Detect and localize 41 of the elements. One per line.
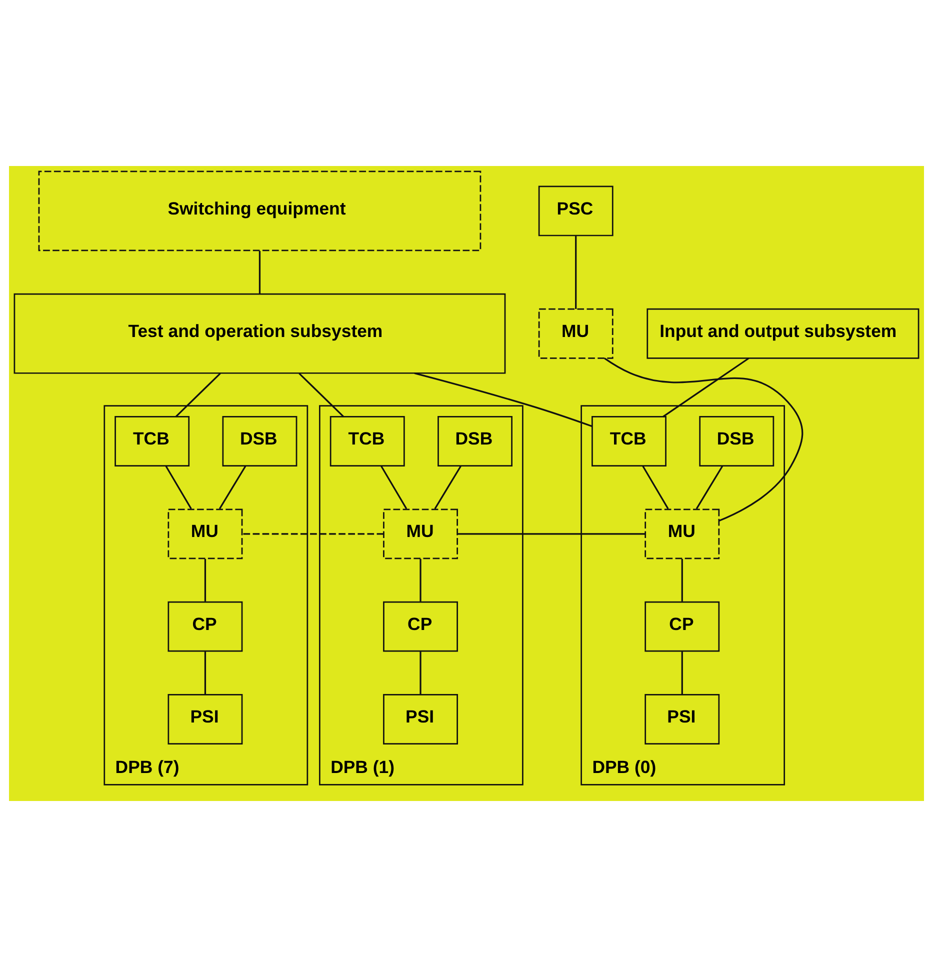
node-box: PSI: [167, 694, 242, 744]
connector: [642, 466, 668, 510]
connector: [604, 358, 803, 522]
node-box: TCB: [591, 416, 666, 466]
connector: [419, 558, 421, 602]
node-box: DSB: [222, 416, 297, 466]
connector: [434, 466, 461, 510]
connector: [457, 533, 645, 535]
node-box: MU: [644, 508, 720, 560]
connector: [174, 372, 220, 418]
connector: [204, 558, 206, 602]
node-box: PSI: [644, 694, 720, 744]
connector: [204, 652, 206, 694]
connector: [680, 558, 682, 602]
node-box: CP: [382, 601, 458, 652]
connector: [258, 250, 260, 294]
node-box: TCB: [329, 416, 404, 466]
node-box: CP: [644, 601, 720, 652]
node-box: DSB: [698, 416, 774, 466]
connector: [574, 236, 576, 310]
node-box: DSB: [437, 416, 512, 466]
node-box: PSI: [382, 694, 458, 744]
connector: [164, 466, 192, 510]
connector: [298, 372, 344, 418]
connector: [380, 466, 407, 510]
connector: [662, 358, 749, 418]
node-box: CP: [167, 601, 242, 652]
connector: [242, 533, 384, 535]
node-box: Input and output subsystem: [646, 308, 919, 359]
node-box: MU: [538, 308, 613, 359]
node-box: TCB: [114, 416, 190, 466]
connector: [218, 466, 246, 510]
node-box: MU: [382, 508, 458, 560]
connector: [419, 652, 421, 694]
connector: [414, 372, 592, 428]
connector: [680, 652, 682, 694]
node-box: Test and operation subsystem: [13, 293, 506, 374]
connector: [695, 466, 723, 510]
node-box: Switching equipment: [38, 170, 481, 252]
node-box: PSC: [538, 186, 613, 236]
node-box: MU: [167, 508, 242, 560]
